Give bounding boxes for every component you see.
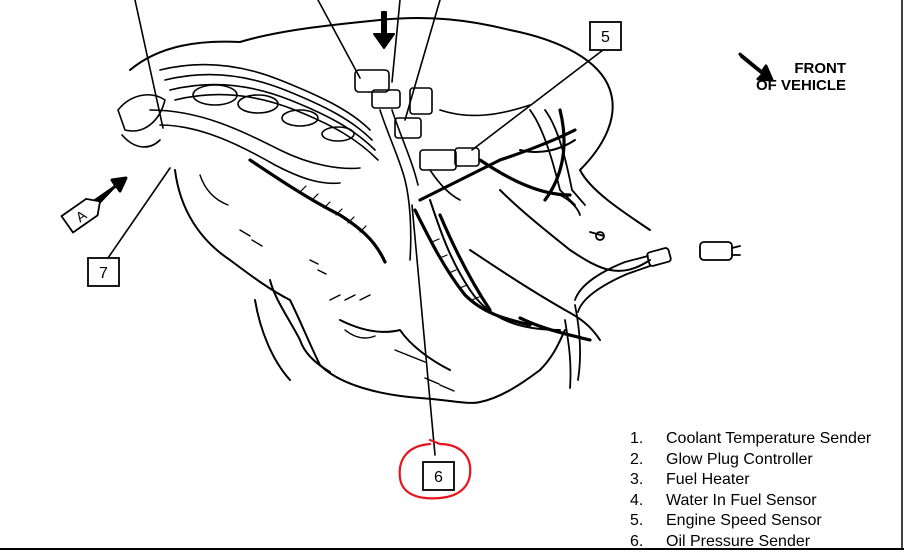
- legend-item-number: 5.: [630, 512, 644, 529]
- front-of-vehicle-arrow-icon: [738, 52, 774, 82]
- right-side-components: [529, 109, 741, 389]
- view-a-indicator: A: [60, 176, 128, 234]
- callout-5-label: 5: [601, 29, 610, 46]
- harness-braid-marks: [299, 185, 480, 301]
- callout-6: 6: [422, 461, 455, 491]
- callout-5: 5: [589, 21, 622, 51]
- highlight-circle: [398, 438, 472, 500]
- callout-7-label: 7: [99, 265, 108, 282]
- legend-item-number: 4.: [630, 491, 644, 509]
- legend-item-label: Coolant Temperature Sender: [666, 430, 872, 447]
- connector-cluster: [354, 69, 531, 261]
- legend-item-label: Oil Pressure Sender: [666, 532, 811, 550]
- legend-item-label: Engine Speed Sensor: [666, 512, 822, 529]
- callout-6-label: 6: [434, 469, 443, 486]
- injection-lines: [117, 63, 379, 185]
- engine-block-outline: [129, 17, 651, 404]
- front-label-line1: FRONT: [794, 60, 847, 77]
- legend-item: 3. Fuel Heater: [630, 470, 871, 491]
- legend-item-number: 2.: [630, 450, 644, 468]
- legend-item-label: Fuel Heater: [666, 471, 750, 488]
- leader-lines: [107, 0, 604, 456]
- legend-item-number: 1.: [630, 430, 644, 447]
- legend-item: 2. Glow Plug Controller: [630, 450, 871, 471]
- legend-item: 4. Water In Fuel Sensor: [630, 491, 871, 512]
- callout-7: 7: [87, 257, 120, 287]
- component-legend: 1. Coolant Temperature Sender 2. Glow Pl…: [630, 429, 871, 552]
- legend-item-label: Glow Plug Controller: [666, 450, 813, 468]
- view-a-tag: [60, 197, 102, 234]
- legend-item: 6. Oil Pressure Sender: [630, 532, 871, 553]
- legend-item: 5. Engine Speed Sensor: [630, 511, 871, 532]
- front-label-line2: OF VEHICLE: [756, 77, 847, 94]
- legend-item-label: Water In Fuel Sensor: [666, 491, 817, 509]
- legend-item: 1. Coolant Temperature Sender: [630, 429, 871, 450]
- front-of-vehicle-label: FRONT OF VEHICLE: [756, 60, 846, 94]
- legend-item-number: 3.: [630, 471, 644, 488]
- view-arrow-down-icon: [373, 11, 395, 49]
- legend-item-number: 6.: [630, 532, 644, 550]
